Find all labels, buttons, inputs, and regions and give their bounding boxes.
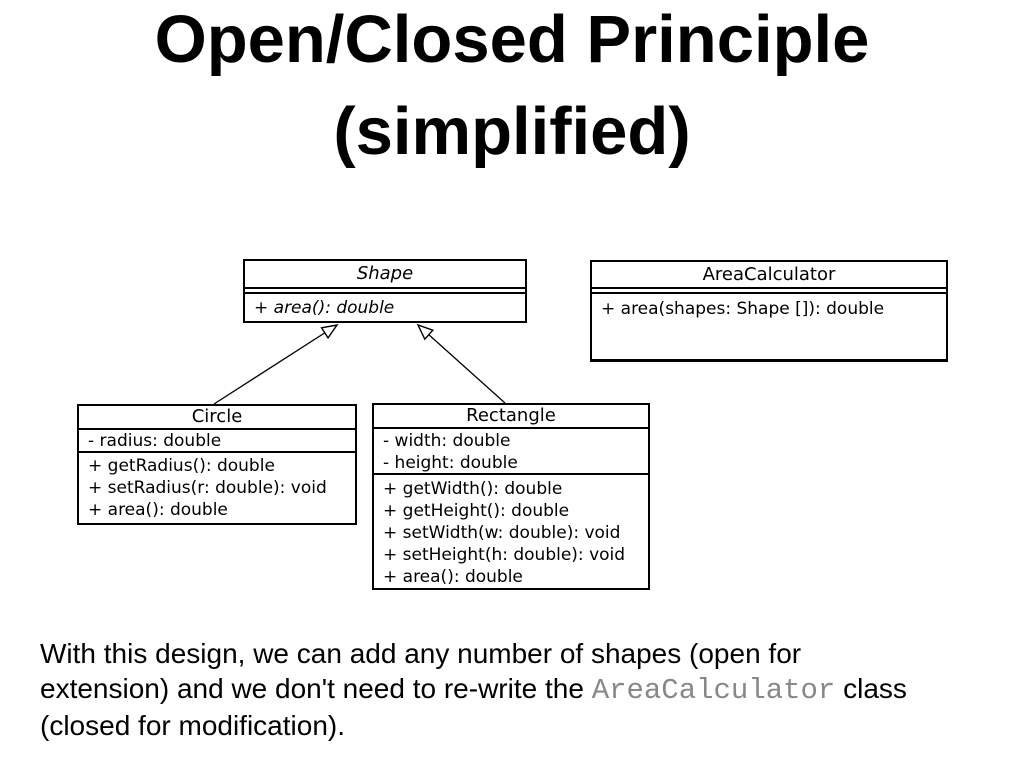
uml-method-row: + getRadius(): double [88,456,275,476]
uml-attribute-row: - width: double [383,431,511,451]
uml-class-box-area-calculator: AreaCalculator + area(shapes: Shape []):… [590,260,948,362]
uml-class-name: Rectangle [374,405,648,429]
uml-methods-compartment: + getRadius(): double + setRadius(r: dou… [79,453,355,521]
caption-code-area-calculator: AreaCalculator [591,674,836,707]
inheritance-arrow-rectangle-to-shape [418,325,506,404]
uml-method-row: + getHeight(): double [383,501,570,521]
uml-class-box-circle: Circle - radius: double + getRadius(): d… [77,404,357,525]
uml-method-row: + setHeight(h: double): void [383,545,626,565]
uml-method-row: + setRadius(r: double): void [88,478,327,498]
uml-attributes-compartment: - width: double - height: double [374,429,648,475]
caption-line1: With this design, we can add any number … [40,638,802,669]
uml-attribute-row: - radius: double [88,431,222,451]
slide-caption: With this design, we can add any number … [40,636,1010,743]
uml-methods-compartment: + area(): double [245,294,525,319]
inheritance-arrow-circle-to-shape [213,325,337,405]
caption-line2-text: extension) and we don't need to re-write… [40,673,592,704]
uml-class-name: Circle [79,406,355,430]
uml-method-row: + area(shapes: Shape []): double [601,299,885,319]
uml-class-name: AreaCalculator [592,262,946,289]
uml-method-row: + area(): double [88,500,228,520]
slide-title-line2: (simplified) [333,94,691,169]
uml-attributes-compartment-empty [592,289,946,294]
uml-methods-compartment: + area(shapes: Shape []): double [592,294,946,320]
uml-class-box-shape: Shape + area(): double [243,259,527,323]
uml-method-row: + getWidth(): double [383,479,563,499]
uml-method-row: + area(): double [383,567,523,587]
slide-title-line1: Open/Closed Principle [154,2,870,77]
caption-line2-tail: class [835,673,907,704]
caption-line2: extension) and we don't need to re-write… [40,671,1010,708]
uml-class-box-rectangle: Rectangle - width: double - height: doub… [372,403,650,590]
uml-method-row: + setWidth(w: double): void [383,523,621,543]
slide-title: Open/Closed Principle (simplified) [0,0,1024,178]
uml-attribute-row: - height: double [383,453,518,473]
uml-attributes-compartment: - radius: double [79,430,355,453]
uml-methods-compartment: + getWidth(): double + getHeight(): doub… [374,475,648,588]
caption-line3: (closed for modification). [40,710,346,741]
uml-class-name: Shape [245,261,525,289]
uml-method-row: + area(): double [254,298,395,318]
uml-attributes-compartment-empty [245,289,525,294]
